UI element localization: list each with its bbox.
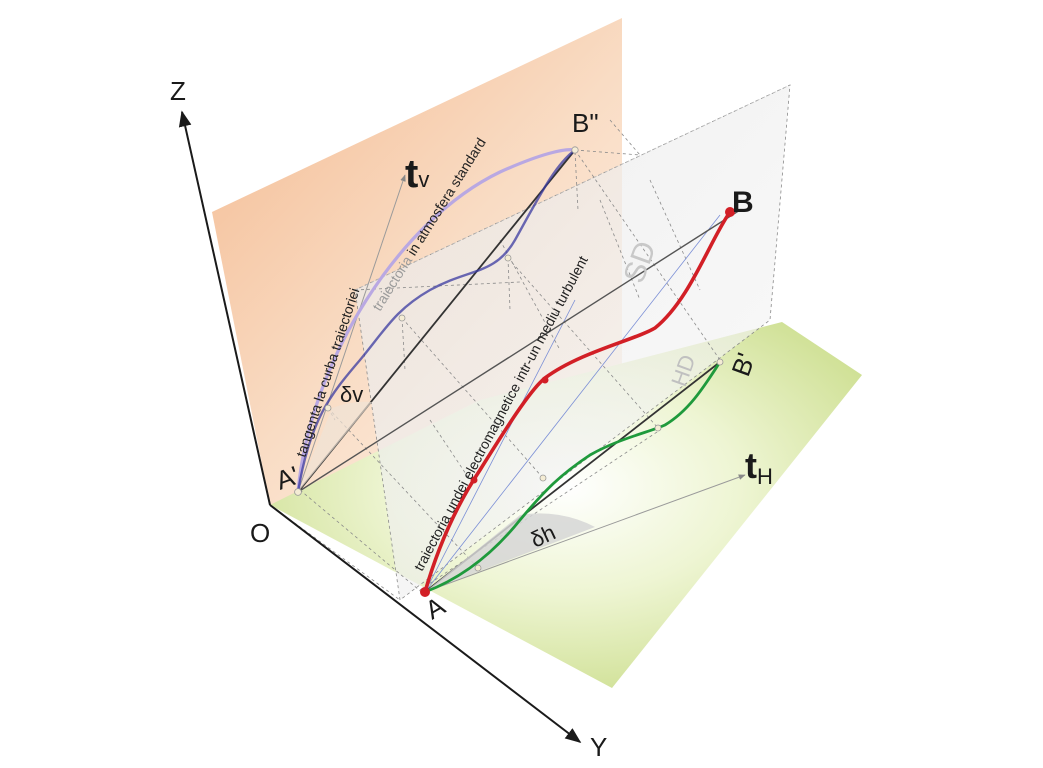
point-B-vertical-label: B": [572, 108, 599, 138]
z-axis-label: Z: [170, 76, 186, 106]
angle-delta-h-sector: [425, 513, 595, 592]
y-axis-label: Y: [590, 732, 607, 762]
angle-delta-v-label: δv: [340, 382, 363, 407]
tangent-horizontal-line: [424, 474, 746, 593]
t-horizontal-label: tH: [745, 445, 773, 489]
green-trajectory-horizontal: [424, 361, 722, 594]
point-A-dot: [420, 587, 430, 597]
tangent-vertical-line: [297, 174, 406, 493]
z-axis: [178, 110, 271, 506]
point-B-label: B: [732, 186, 754, 219]
chord-direct: [297, 209, 741, 493]
angle-delta-v-sector: [298, 401, 372, 492]
plane-top-edge: [354, 84, 791, 291]
guide-lines: [424, 214, 721, 593]
t-vertical-label: tv: [405, 152, 429, 196]
red-mid-dot: [470, 476, 478, 484]
construction-dots: [294, 146, 724, 572]
red-mid-dot: [541, 376, 549, 384]
y-axis: [269, 504, 582, 743]
origin-label: O: [250, 518, 270, 548]
ground-plane: [270, 322, 862, 688]
point-B-dot: [725, 207, 735, 217]
navy-trajectory-vertical: [296, 149, 576, 493]
purple-trajectory-standard: [296, 148, 576, 493]
